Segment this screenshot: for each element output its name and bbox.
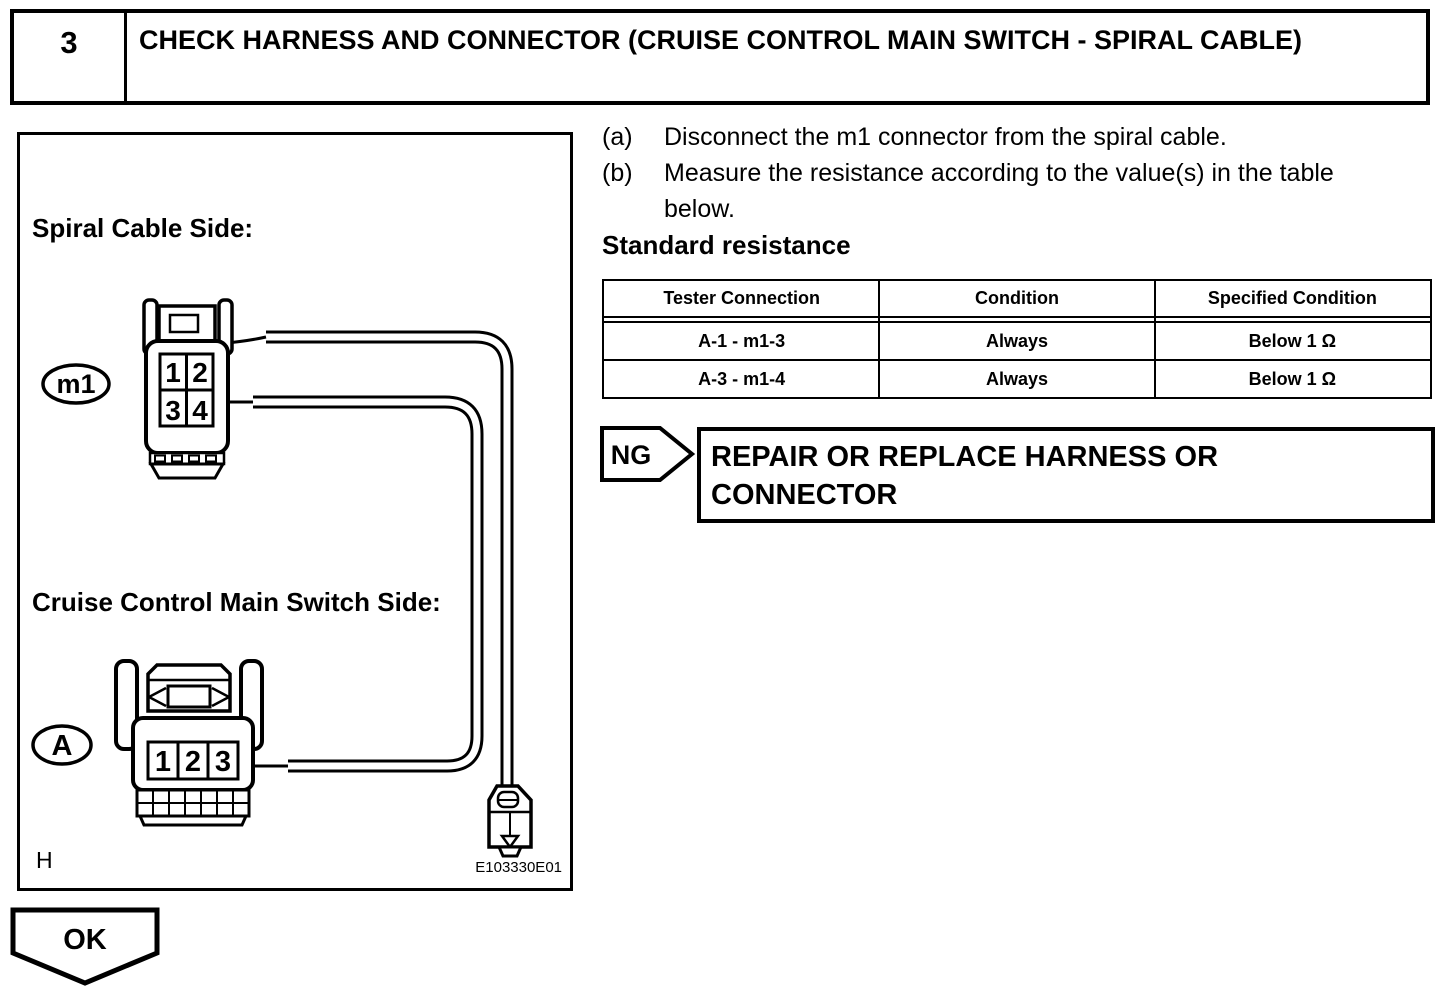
figure-corner-label: H	[36, 847, 53, 873]
m1-pin-2: 2	[192, 357, 208, 388]
instruction-b-text: Measure the resistance according to the …	[664, 159, 1334, 223]
table-cell-tester-connection: A-1 - m1-3	[698, 330, 786, 351]
table-header-condition: Condition	[975, 288, 1059, 308]
a-pin-3: 3	[215, 746, 231, 778]
table-row-rule	[604, 359, 1430, 361]
figure-id: E103330E01	[475, 859, 562, 876]
probe-terminal	[487, 784, 533, 858]
ng-action-text: REPAIR OR REPLACE HARNESS OR CONNECTOR	[711, 441, 1219, 511]
table-column-divider	[1154, 281, 1156, 397]
m1-connector	[142, 298, 234, 480]
standard-resistance-heading: Standard resistance	[602, 230, 851, 260]
wire-m1-to-a-core	[253, 398, 481, 770]
table-column-divider	[878, 281, 880, 397]
instruction-a: (a) Disconnect the m1 connector from the…	[602, 119, 1432, 155]
wire-m1-to-a	[253, 395, 484, 773]
table-header-tester-connection: Tester Connection	[663, 288, 820, 308]
step-number: 3	[14, 13, 127, 101]
table-cell-tester-connection: A-3 - m1-4	[698, 368, 786, 389]
table-header-specified-condition: Specified Condition	[1207, 288, 1377, 308]
table-header-double-rule	[604, 316, 1430, 323]
a-connector-badge-label: A	[52, 730, 73, 762]
a-pin-2: 2	[185, 746, 201, 778]
m1-pin-3: 3	[165, 395, 181, 426]
m1-connector-badge-label: m1	[56, 369, 95, 399]
instruction-a-text: Disconnect the m1 connector from the spi…	[664, 123, 1227, 151]
wiring-diagram-figure: 1 2 3 4	[17, 132, 573, 891]
table-row: A-1 - m1-3 Always Below 1 Ω	[604, 323, 1430, 359]
table-cell-condition: Always	[985, 368, 1049, 389]
a-pin-1: 1	[155, 746, 171, 778]
instruction-b: (b) Measure the resistance according to …	[602, 155, 1432, 227]
m1-connector-badge	[41, 363, 111, 405]
table-cell-specified-condition: Below 1 Ω	[1248, 368, 1337, 389]
ng-pointer-label: NG	[611, 440, 652, 470]
instruction-b-label: (b)	[602, 159, 633, 187]
cruise-switch-side-label: Cruise Control Main Switch Side:	[32, 587, 441, 617]
ok-pointer: OK	[10, 907, 160, 986]
table-cell-condition: Always	[985, 330, 1049, 351]
a-connector-badge	[31, 724, 93, 766]
m1-pin-4: 4	[192, 395, 208, 426]
a-connector	[114, 659, 264, 827]
table-row: A-3 - m1-4 Always Below 1 Ω	[604, 361, 1430, 397]
instructions: (a) Disconnect the m1 connector from the…	[602, 119, 1432, 263]
ng-pointer: NG	[600, 426, 696, 482]
spiral-cable-side-label: Spiral Cable Side:	[32, 213, 254, 243]
a-pin-row	[146, 740, 240, 781]
wire-m1-to-probe-core	[266, 333, 511, 790]
wiring-diagram-drawing: 1 2 3 4	[31, 298, 533, 858]
instruction-a-label: (a)	[602, 123, 633, 151]
table-cell-specified-condition: Below 1 Ω	[1248, 330, 1337, 351]
resistance-table: Tester Connection Condition Specified Co…	[602, 279, 1432, 399]
table-header-row: Tester Connection Condition Specified Co…	[604, 281, 1430, 316]
ok-pointer-label: OK	[63, 924, 107, 956]
ng-action-box: REPAIR OR REPLACE HARNESS OR CONNECTOR	[697, 427, 1435, 523]
step-header: 3 CHECK HARNESS AND CONNECTOR (CRUISE CO…	[10, 9, 1430, 105]
m1-pin-1: 1	[165, 357, 181, 388]
step-title: CHECK HARNESS AND CONNECTOR (CRUISE CONT…	[139, 25, 1303, 55]
